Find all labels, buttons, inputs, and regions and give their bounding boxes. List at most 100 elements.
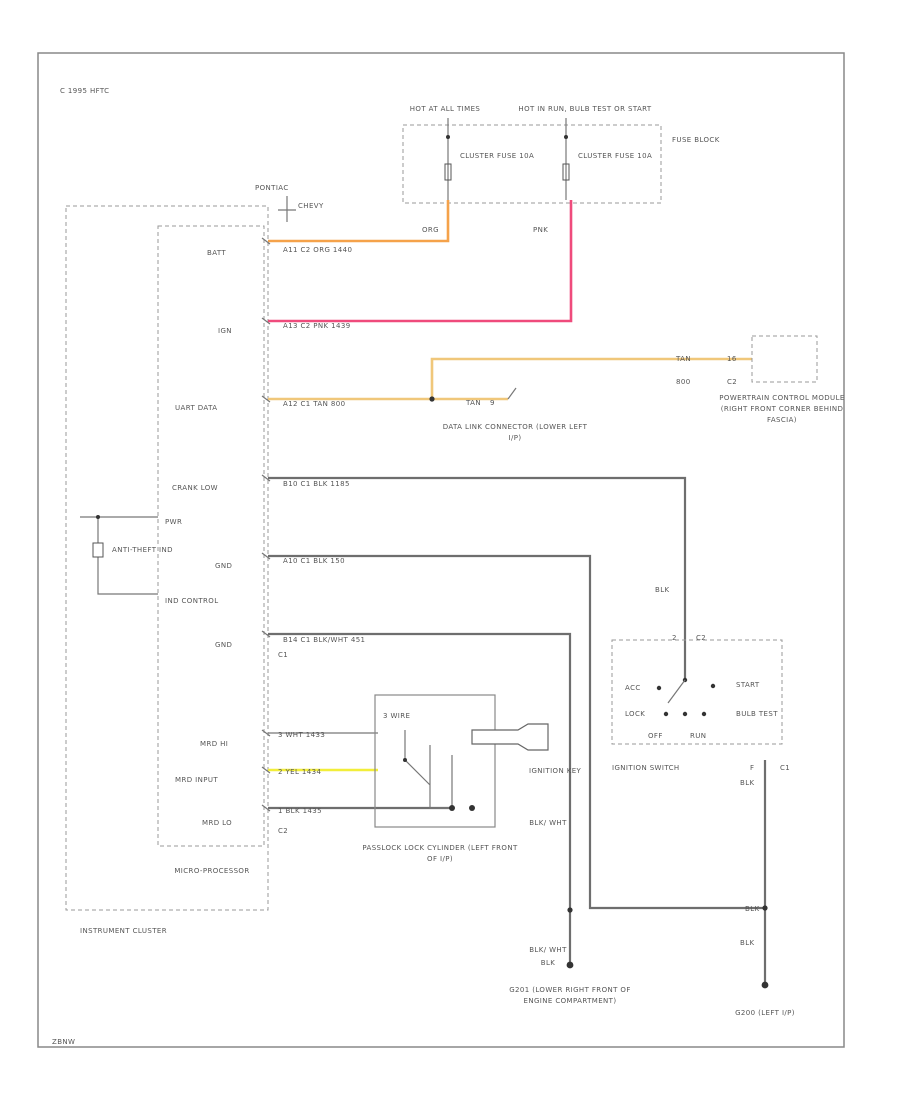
pin-label-mrd-hi: MRD HI [200,740,228,748]
fuse-block-label: FUSE BLOCK [672,136,720,144]
uart-splice [429,396,435,402]
lock-contact-node [403,758,407,762]
blk-join-label: BLK [745,905,760,913]
ign-switch-blade [667,679,686,704]
gnd2-wire [268,632,572,965]
blk-wht-label-2: BLK/ WHT [529,946,567,954]
ign-bottom-conn: C1 [780,764,790,772]
blk-g200-label: BLK [740,939,755,947]
g201-ground-terminal [566,961,574,969]
circuit-800-label: 800 [676,378,691,386]
gnd2-wire-label: B14 C1 BLK/WHT 451 [283,636,365,644]
g200-ground-terminal [761,981,769,989]
fuse-block: HOT AT ALL TIMES HOT IN RUN, BULB TEST O… [402,105,720,204]
gnd1-wire-label: A10 C1 BLK 150 [283,557,345,565]
wires: A11 C2 ORG 1440 ORG A13 C2 PNK 1439 PNK … [261,200,769,989]
pin-label-mrd-lo: MRD LO [202,819,232,827]
dlc-terminal [507,387,517,400]
microprocessor-outline [157,225,265,847]
lock-ground-node-2 [469,805,475,811]
tan-right-label: TAN [675,355,691,363]
ign-contact-bulb [701,711,707,717]
g200-splice [762,905,768,911]
dlc-label: DATA LINK CONNECTOR (LOWER LEFT I/P) [442,423,588,442]
fuse-left-node [446,135,450,139]
fuse-right-node [564,135,568,139]
g200-label: G200 (LEFT I/P) [735,1009,795,1017]
lock-ground-node [449,805,455,811]
pontiac-label: PONTIAC [255,184,289,192]
uart-wire-label: A12 C1 TAN 800 [283,400,345,408]
ign-bulb-test: BULB TEST [736,710,778,718]
batt-wire-label: A11 C2 ORG 1440 [283,246,352,254]
anti-theft-label: ANTI-THEFT IND [112,546,173,554]
pin-label-gnd2: GND [215,641,232,649]
lock-cylinder-outline [374,694,496,828]
ignition-switch-outline [611,639,783,745]
ignition-key-label: IGNITION KEY [529,767,582,775]
cluster-outline [65,205,269,911]
mrd-input-wire-label: 2 YEL 1434 [278,768,321,776]
dlc-label-box: DATA LINK CONNECTOR (LOWER LEFT I/P) [442,423,588,442]
pin-label-ign: IGN [218,327,232,335]
crank-wire-label: B10 C1 BLK 1185 [283,480,350,488]
blk-wht-label-1: BLK/ WHT [529,819,567,827]
ign-switch-top-pin: 2 [672,634,677,642]
pcm-pin: 16 [727,355,737,363]
batt-wire-org [268,200,450,243]
footer-code: ZBNW [52,1038,75,1046]
g200-label-box: G200 (LEFT I/P) [735,1009,795,1017]
pcm-connector: C2 [727,378,737,386]
cluster-c1-label: C1 [278,651,288,659]
blk-lower-label: BLK [740,779,755,787]
model-split-line [278,196,296,222]
ign-lock: LOCK [625,710,645,718]
ign-wire-pnk [268,200,573,323]
org-label: ORG [422,226,439,234]
pin-label-crank: CRANK LOW [172,484,218,492]
uart-wire-tan [268,357,752,401]
ignition-switch: 2 C2 ACC START LOCK BULB TEST OFF RUN IG… [611,634,790,772]
ign-start: START [736,681,760,689]
fuse-left-element [444,163,452,181]
g201-label-box: G201 (LOWER RIGHT FRONT OF ENGINE COMPAR… [509,986,631,1005]
diagram-frame [37,52,845,1048]
pcm-outline [751,335,818,383]
ign-contact-start [710,683,716,689]
anti-theft-led [92,542,104,558]
microprocessor-label: MICRO-PROCESSOR [174,867,249,875]
ign-run: RUN [690,732,706,740]
lock-cylinder-title: PASSLOCK LOCK CYLINDER (LEFT FRONT OF I/… [362,844,518,863]
g201-connector-node [567,907,573,913]
chevy-label: CHEVY [298,202,324,210]
blk-switch-label: BLK [655,586,670,594]
powertrain-control-module: 16 C2 POWERTRAIN CONTROL MODULE (RIGHT F… [719,335,845,424]
ign-switch-conn: C2 [696,634,706,642]
ign-wire-label: A13 C2 PNK 1439 [283,322,351,330]
anti-theft-circuit [80,516,158,595]
ign-contact-off [663,711,669,717]
instrument-cluster: PONTIAC CHEVY BATT IGN UART DATA CRANK L… [65,184,324,935]
pwr-label: PWR [165,518,182,526]
fuse-left-name: CLUSTER FUSE 10A [460,152,534,160]
fuse-left-hot-label: HOT AT ALL TIMES [410,105,481,113]
ign-contact-acc [656,685,662,691]
fuse-right-hot-label: HOT IN RUN, BULB TEST OR START [518,105,651,113]
g201-label: G201 (LOWER RIGHT FRONT OF ENGINE COMPAR… [509,986,631,1005]
lock-switch-contacts [404,730,453,809]
passlock-lock-cylinder: 3 WIRE IGNITION KEY PASSLOCK LOCK CYLIND… [362,694,582,863]
cluster-connector-pins [261,237,271,812]
data-link-connector: 9 DATA LINK CONNECTOR (LOWER LEFT I/P) [442,387,588,442]
cluster-title: INSTRUMENT CLUSTER [80,927,167,935]
tan-mid-label: TAN [465,399,481,407]
crank-wire [268,476,687,680]
dlc-pin: 9 [490,399,495,407]
pin-label-gnd1: GND [215,562,232,570]
pcm-label: POWERTRAIN CONTROL MODULE (RIGHT FRONT C… [719,394,845,424]
gnd1-wire [268,554,765,910]
ign-acc: ACC [625,684,641,692]
pnk-label: PNK [533,226,548,234]
fuse-block-outline [402,124,662,204]
ign-contact-run [682,711,688,717]
